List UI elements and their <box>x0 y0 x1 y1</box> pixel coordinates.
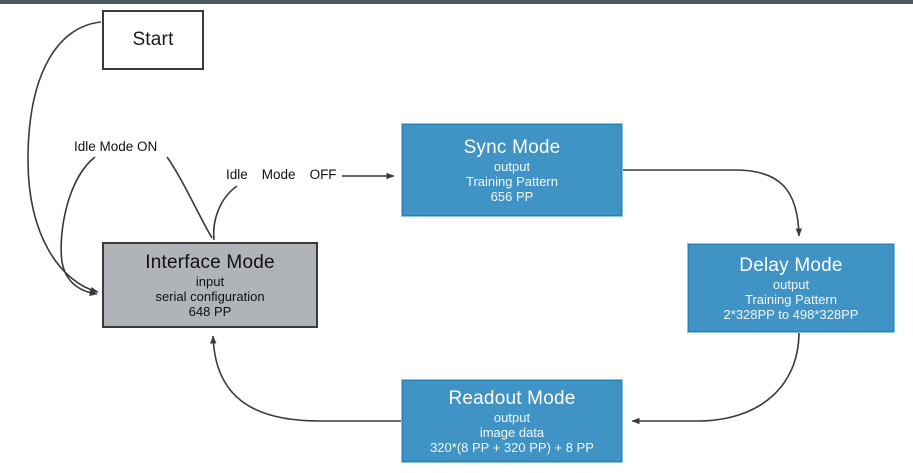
node-interface-mode-direction: input <box>195 273 225 289</box>
edge-label-idle-mode-off-word-1: Idle <box>226 167 248 182</box>
node-start[interactable]: Start <box>102 10 204 70</box>
node-interface-mode[interactable]: Interface Mode input serial configuratio… <box>102 242 318 328</box>
node-delay-mode-direction: output <box>772 276 810 292</box>
node-readout-mode-direction: output <box>493 409 531 425</box>
node-readout-mode[interactable]: Readout Mode output image data 320*(8 PP… <box>402 380 622 462</box>
edge-sync-to-delay <box>622 169 803 237</box>
node-sync-mode-size: 656 PP <box>490 188 534 204</box>
edge-idle-mode-on-loop <box>60 156 98 297</box>
edge-start-to-interface <box>27 21 102 294</box>
edge-label-idle-mode-off: Idle Mode OFF <box>226 167 337 182</box>
edge-label-idle-mode-off-word-2: Mode <box>261 167 296 182</box>
node-sync-mode-payload: Training Pattern <box>465 173 558 189</box>
top-border-strip <box>0 0 913 4</box>
node-sync-mode-direction: output <box>493 158 531 174</box>
edge-readout-to-interface <box>210 335 402 422</box>
node-interface-mode-size: 648 PP <box>188 303 232 319</box>
node-interface-mode-title: Interface Mode <box>145 251 275 273</box>
node-sync-mode-title: Sync Mode <box>463 136 561 158</box>
edge-label-idle-mode-on: Idle Mode ON <box>74 139 158 154</box>
node-readout-mode-title: Readout Mode <box>448 387 576 409</box>
edge-interface-top-riser <box>212 185 238 241</box>
node-sync-mode[interactable]: Sync Mode output Training Pattern 656 PP <box>402 124 622 216</box>
edge-delay-to-readout <box>631 331 800 425</box>
node-delay-mode-size: 2*328PP to 498*328PP <box>723 306 859 322</box>
node-delay-mode[interactable]: Delay Mode output Training Pattern 2*328… <box>688 244 894 332</box>
edge-idle-on-label-connector <box>166 156 213 239</box>
node-start-title: Start <box>132 29 174 50</box>
node-interface-mode-payload: serial configuration <box>155 288 265 304</box>
node-readout-mode-payload: image data <box>479 424 545 440</box>
node-delay-mode-payload: Training Pattern <box>744 291 837 307</box>
node-readout-mode-size: 320*(8 PP + 320 PP) + 8 PP <box>430 439 594 455</box>
edge-label-idle-mode-off-word-3: OFF <box>309 167 337 182</box>
node-delay-mode-title: Delay Mode <box>739 254 843 276</box>
